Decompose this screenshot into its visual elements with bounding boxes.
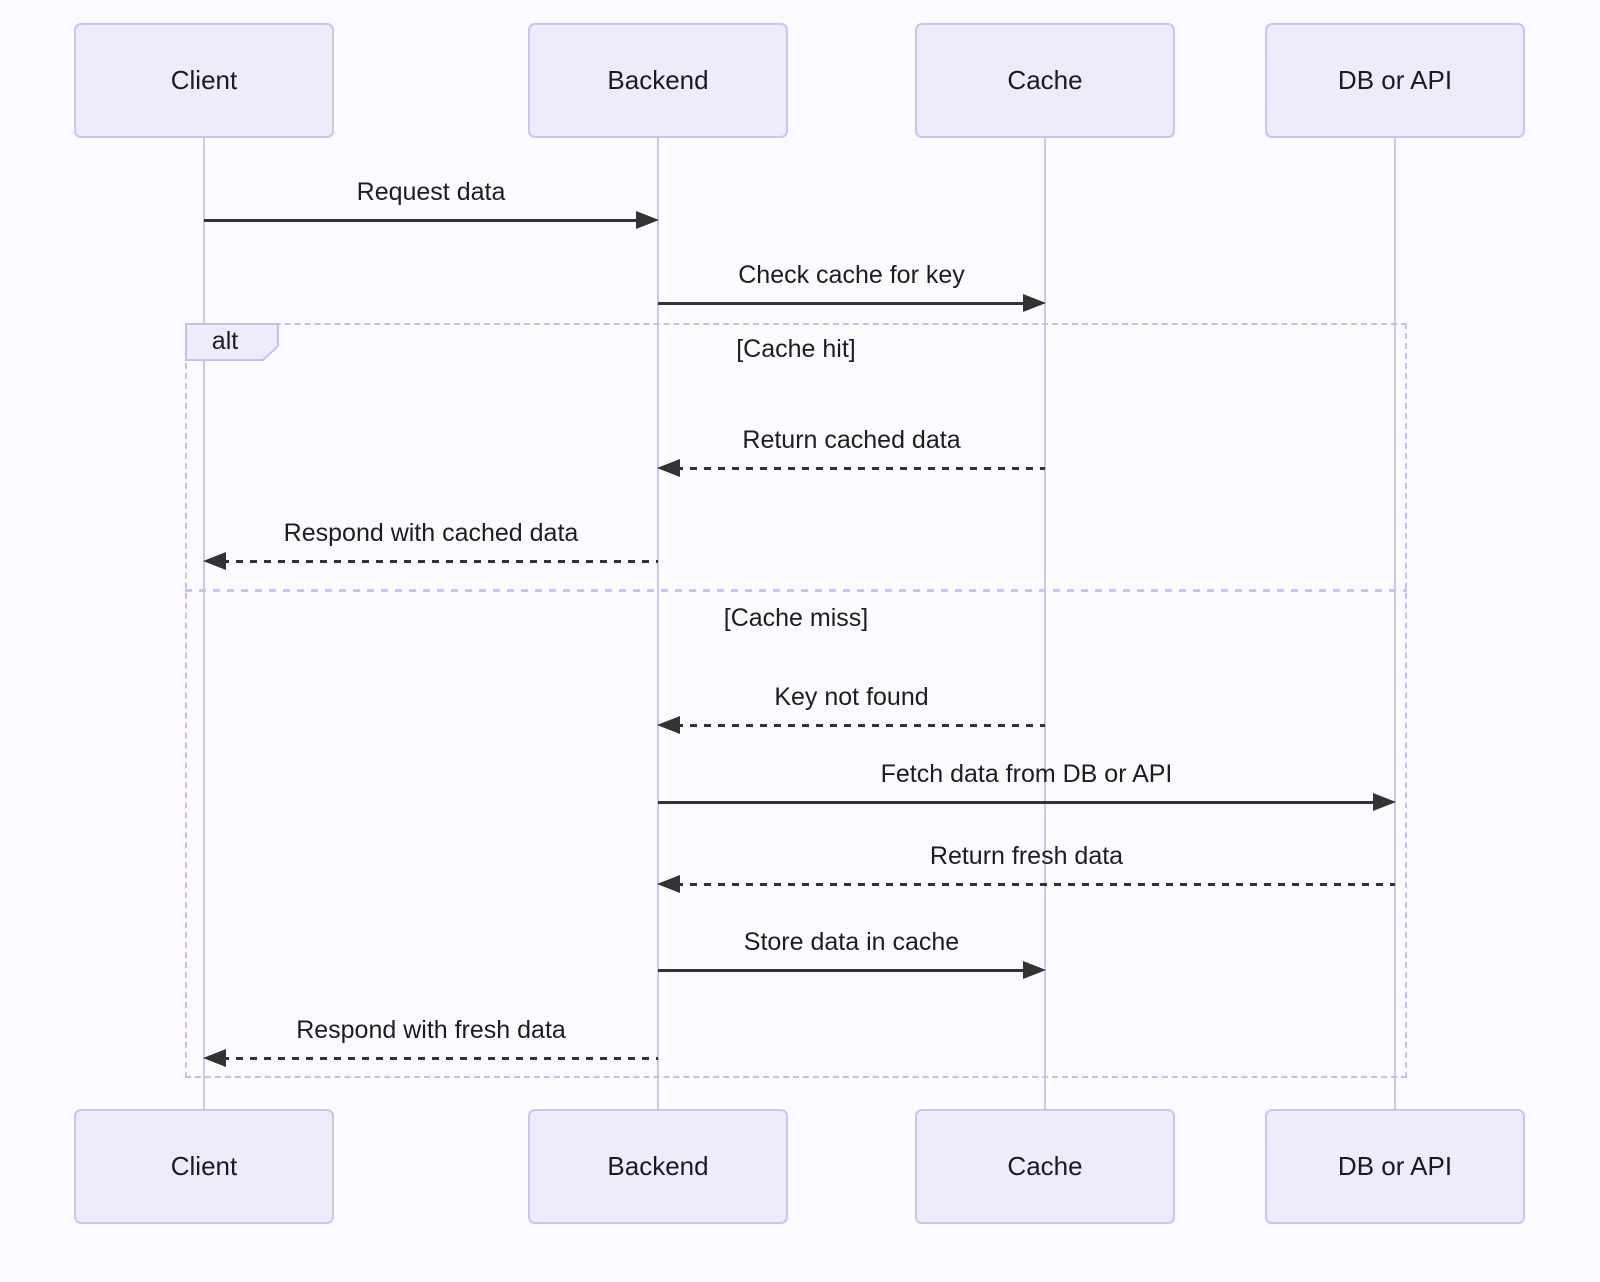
message-label: Store data in cache — [743, 928, 960, 956]
arrowhead-left-icon — [203, 552, 226, 570]
lifeline-backend — [657, 138, 659, 1109]
message-line — [222, 560, 658, 563]
message-line — [676, 724, 1045, 727]
arrowhead-left-icon — [657, 459, 680, 477]
participant-client-bottom: Client — [74, 1109, 334, 1224]
arrowhead-right-icon — [1023, 294, 1046, 312]
arrowhead-right-icon — [1023, 961, 1046, 979]
message-label: Respond with fresh data — [296, 1016, 566, 1044]
alt-label-pentagon-icon — [185, 323, 279, 361]
lifeline-db-or-api — [1394, 138, 1396, 1109]
alt-label: alt — [185, 323, 280, 361]
message-request-data: Request data — [204, 177, 659, 229]
message-line — [658, 302, 1027, 305]
arrowhead-right-icon — [636, 211, 659, 229]
message-label: Request data — [356, 178, 506, 206]
condition-cache-hit: [Cache hit] — [736, 335, 856, 363]
message-respond-with-fresh-data: Respond with fresh data — [203, 1015, 658, 1067]
participant-backend-bottom: Backend — [528, 1109, 788, 1224]
alt-label-text: alt — [211, 327, 239, 355]
message-fetch-data-from-db-or-api: Fetch data from DB or API — [658, 759, 1396, 811]
participant-backend-top: Backend — [528, 23, 788, 138]
message-line — [204, 219, 640, 222]
message-label: Check cache for key — [738, 261, 965, 289]
alt-section-divider — [185, 589, 1407, 592]
participant-db-or-api-top: DB or API — [1265, 23, 1525, 138]
message-label: Return cached data — [742, 426, 961, 454]
message-return-cached-data: Return cached data — [657, 425, 1045, 477]
message-line — [676, 467, 1045, 470]
message-label: Key not found — [774, 683, 929, 711]
participant-cache-top: Cache — [915, 23, 1175, 138]
message-label: Return fresh data — [929, 842, 1124, 870]
condition-cache-miss: [Cache miss] — [723, 604, 869, 632]
message-return-fresh-data: Return fresh data — [657, 841, 1395, 893]
arrowhead-right-icon — [1373, 793, 1396, 811]
message-label: Fetch data from DB or API — [880, 760, 1173, 788]
message-respond-with-cached-data: Respond with cached data — [203, 518, 658, 570]
participant-client-top: Client — [74, 23, 334, 138]
arrowhead-left-icon — [657, 875, 680, 893]
arrowhead-left-icon — [657, 716, 680, 734]
message-line — [676, 883, 1395, 886]
arrowhead-left-icon — [203, 1049, 226, 1067]
message-line — [658, 801, 1377, 804]
message-key-not-found: Key not found — [657, 682, 1045, 734]
lifeline-cache — [1044, 138, 1046, 1109]
alt-frame — [185, 323, 1407, 1078]
participant-db-or-api-bottom: DB or API — [1265, 1109, 1525, 1224]
message-check-cache-for-key: Check cache for key — [658, 260, 1046, 312]
message-label: Respond with cached data — [283, 519, 579, 547]
message-line — [222, 1057, 658, 1060]
participant-cache-bottom: Cache — [915, 1109, 1175, 1224]
lifeline-client — [203, 138, 205, 1109]
message-line — [658, 969, 1027, 972]
message-store-data-in-cache: Store data in cache — [658, 927, 1046, 979]
